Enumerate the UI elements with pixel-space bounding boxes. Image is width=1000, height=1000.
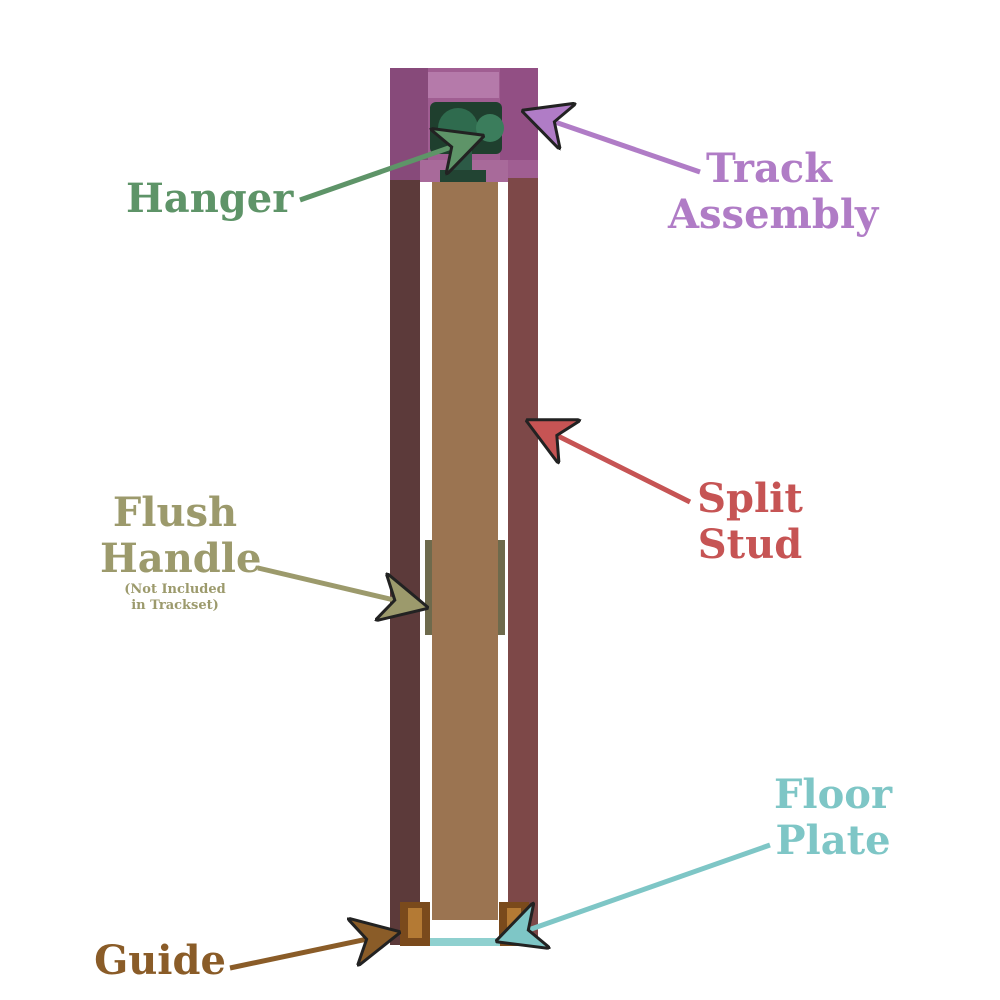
arrow-track-assembly bbox=[526, 112, 701, 175]
label-flush-note-line1: (Not Included bbox=[124, 582, 226, 597]
label-floor-line2: Plate bbox=[775, 817, 891, 864]
arrow-floor-plate bbox=[500, 842, 771, 940]
label-floor-line1: Floor bbox=[773, 771, 893, 818]
label-split-line2: Stud bbox=[697, 521, 803, 568]
label-track-assembly: Track Assembly bbox=[668, 145, 878, 238]
label-split-line1: Split bbox=[697, 475, 803, 522]
label-flush-handle: Flush Handle (Not Included in Trackset) bbox=[100, 489, 261, 614]
split-stud-right bbox=[508, 160, 538, 945]
label-guide: Guide bbox=[90, 938, 230, 984]
label-flush-line1: Flush bbox=[112, 489, 238, 536]
guide-left bbox=[400, 902, 430, 946]
flush-handle-right bbox=[498, 540, 505, 635]
arrow-split-stud bbox=[530, 422, 692, 505]
floor-plate bbox=[430, 938, 500, 946]
label-floor-plate: Floor Plate bbox=[768, 772, 898, 864]
label-track-line1: Track bbox=[706, 145, 832, 192]
split-stud-left bbox=[390, 175, 420, 945]
flush-handle-left bbox=[425, 540, 432, 635]
label-track-line2: Assembly bbox=[668, 191, 879, 238]
label-flush-line2: Handle bbox=[100, 535, 262, 582]
label-hanger: Hanger bbox=[126, 176, 293, 222]
arrow-flush-handle bbox=[257, 565, 424, 607]
arrow-guide bbox=[229, 933, 396, 971]
label-hanger-text: Hanger bbox=[126, 175, 294, 222]
door-slab bbox=[432, 182, 498, 920]
label-guide-text: Guide bbox=[94, 937, 226, 984]
arrow-hanger bbox=[299, 137, 480, 203]
label-flush-note-line2: in Trackset) bbox=[131, 598, 219, 613]
label-split-stud: Split Stud bbox=[690, 476, 810, 568]
